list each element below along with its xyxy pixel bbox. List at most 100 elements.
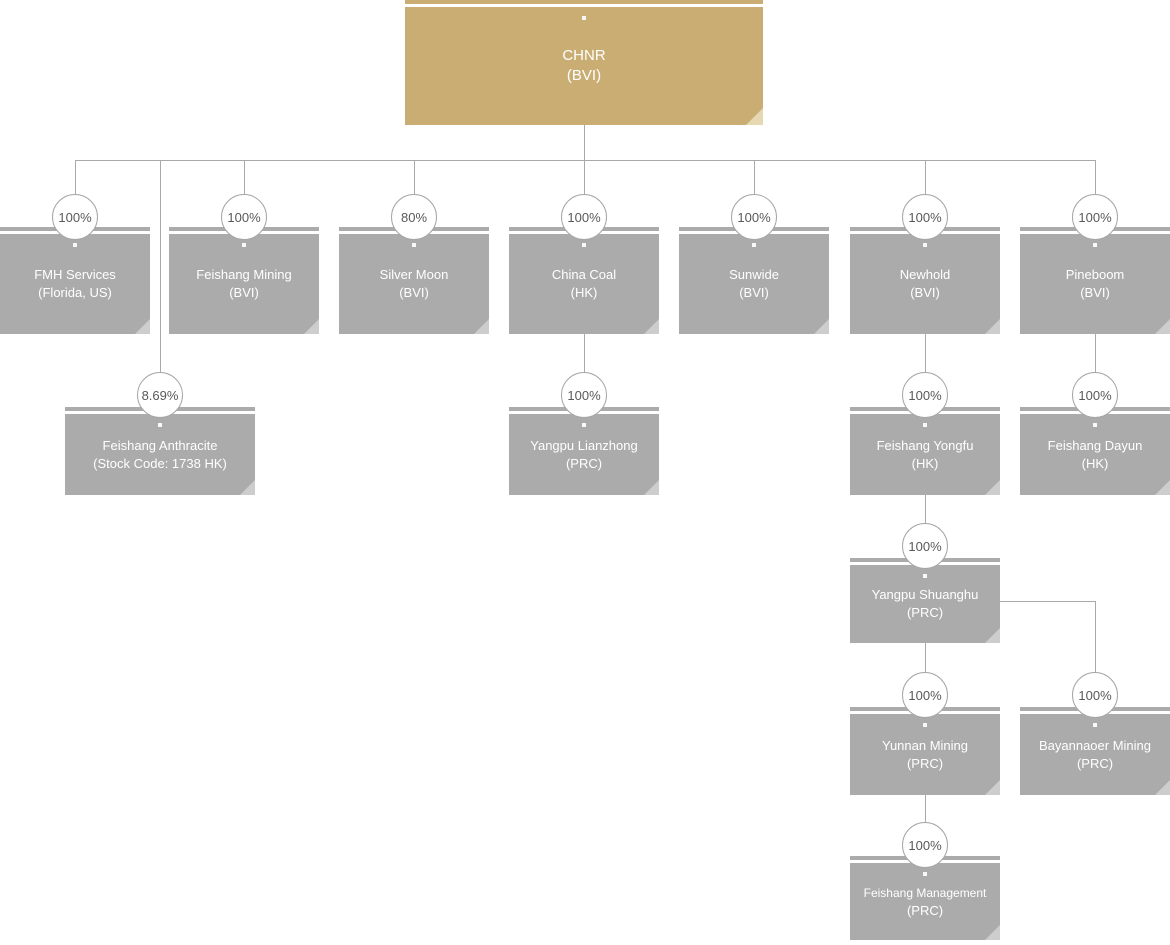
- ownership-percent-fmh-services: 100%: [52, 194, 98, 240]
- ownership-percent-bayannaoer-mining: 100%: [1072, 672, 1118, 718]
- connector-line: [244, 160, 245, 194]
- node-name: Feishang Yongfu: [876, 437, 974, 453]
- org-node-feishang-yongfu: Feishang Yongfu (HK): [850, 407, 1000, 495]
- ownership-label: 100%: [1078, 209, 1112, 225]
- folded-corner-icon: [985, 319, 1000, 334]
- ownership-percent-china-coal: 100%: [561, 194, 607, 240]
- ownership-label: 100%: [58, 209, 92, 225]
- ownership-label: 100%: [1078, 687, 1112, 703]
- node-jurisdiction: (HK): [1081, 455, 1109, 471]
- connector-line: [75, 160, 76, 194]
- node-jurisdiction: (PRC): [906, 605, 944, 620]
- folded-corner-icon: [644, 319, 659, 334]
- ownership-label: 100%: [737, 209, 771, 225]
- ownership-label: 100%: [908, 687, 942, 703]
- node-body: Sunwide (BVI): [679, 234, 829, 334]
- connector-line: [925, 495, 926, 524]
- node-jurisdiction: (PRC): [906, 755, 944, 771]
- node-jurisdiction: (HK): [911, 455, 939, 471]
- node-body: China Coal (HK): [509, 234, 659, 334]
- node-dot: [923, 723, 927, 727]
- folded-corner-icon: [985, 628, 1000, 643]
- node-name: Pineboom: [1065, 267, 1125, 282]
- node-dot: [242, 243, 246, 247]
- ownership-label: 100%: [908, 209, 942, 225]
- node-body: CHNR (BVI): [405, 7, 763, 125]
- node-body: Yunnan Mining (PRC): [850, 714, 1000, 795]
- node-name: China Coal: [551, 267, 617, 282]
- folded-corner-icon: [474, 319, 489, 334]
- node-jurisdiction: (PRC): [565, 455, 603, 471]
- node-body: Bayannaoer Mining (PRC): [1020, 714, 1170, 795]
- org-node-bayannaoer-mining: Bayannaoer Mining (PRC): [1020, 707, 1170, 795]
- node-dot: [582, 16, 586, 20]
- node-dot: [923, 872, 927, 876]
- connector-line: [584, 125, 585, 160]
- node-body: Yangpu Lianzhong (PRC): [509, 414, 659, 495]
- node-dot: [1093, 723, 1097, 727]
- folded-corner-icon: [1155, 780, 1170, 795]
- ownership-label: 100%: [567, 387, 601, 403]
- folded-corner-icon: [985, 780, 1000, 795]
- node-top-strip: [405, 0, 763, 4]
- folded-corner-icon: [985, 925, 1000, 940]
- org-node-newhold: Newhold (BVI): [850, 227, 1000, 334]
- node-name: Yangpu Lianzhong: [530, 437, 638, 453]
- ownership-label: 100%: [1078, 387, 1112, 403]
- connector-line: [1095, 160, 1096, 194]
- connector-line: [160, 160, 161, 373]
- folded-corner-icon: [746, 108, 763, 125]
- node-name: Feishang Mining: [196, 267, 292, 282]
- ownership-percent-pineboom: 100%: [1072, 194, 1118, 240]
- node-dot: [73, 243, 77, 247]
- node-name: Bayannaoer Mining: [1038, 737, 1152, 753]
- ownership-label: 100%: [908, 387, 942, 403]
- org-node-fmh-services: FMH Services (Florida, US): [0, 227, 150, 334]
- node-dot: [158, 423, 162, 427]
- node-jurisdiction: (BVI): [1080, 285, 1110, 300]
- org-node-china-coal: China Coal (HK): [509, 227, 659, 334]
- connector-line: [1095, 334, 1096, 373]
- connector-line: [925, 643, 926, 673]
- node-jurisdiction: (BVI): [229, 285, 259, 300]
- org-node-feishang-dayun: Feishang Dayun (HK): [1020, 407, 1170, 495]
- ownership-percent-sunwide: 100%: [731, 194, 777, 240]
- ownership-label: 100%: [567, 209, 601, 225]
- org-node-pineboom: Pineboom (BVI): [1020, 227, 1170, 334]
- node-body: Feishang Management (PRC): [850, 863, 1000, 940]
- ownership-percent-silver-moon: 80%: [391, 194, 437, 240]
- connector-line: [584, 160, 585, 194]
- node-jurisdiction: (BVI): [910, 285, 940, 300]
- node-name: Sunwide: [729, 267, 779, 282]
- node-body: Feishang Dayun (HK): [1020, 414, 1170, 495]
- connector-line: [1095, 601, 1096, 673]
- folded-corner-icon: [814, 319, 829, 334]
- node-body: Feishang Anthracite (Stock Code: 1738 HK…: [65, 414, 255, 495]
- node-dot: [412, 243, 416, 247]
- org-node-silver-moon: Silver Moon (BVI): [339, 227, 489, 334]
- node-name: Yangpu Shuanghu: [871, 587, 979, 602]
- org-node-chnr: CHNR (BVI): [405, 0, 763, 125]
- ownership-percent-feishang-mining: 100%: [221, 194, 267, 240]
- connector-line: [1000, 601, 1095, 602]
- node-dot: [752, 243, 756, 247]
- node-jurisdiction: (BVI): [399, 285, 429, 300]
- connector-line: [584, 334, 585, 373]
- ownership-percent-feishang-yongfu: 100%: [902, 372, 948, 418]
- folded-corner-icon: [985, 480, 1000, 495]
- folded-corner-icon: [304, 319, 319, 334]
- ownership-percent-yangpu-lianzhong: 100%: [561, 372, 607, 418]
- ownership-label: 100%: [908, 837, 942, 853]
- folded-corner-icon: [1155, 480, 1170, 495]
- folded-corner-icon: [1155, 319, 1170, 334]
- connector-line: [75, 160, 1096, 161]
- node-jurisdiction: (PRC): [1076, 755, 1114, 771]
- node-dot: [923, 574, 927, 578]
- node-dot: [1093, 423, 1097, 427]
- org-node-feishang-management: Feishang Management (PRC): [850, 856, 1000, 940]
- ownership-label: 100%: [227, 209, 261, 225]
- node-jurisdiction: (BVI): [566, 67, 602, 84]
- node-name: Feishang Management: [863, 885, 987, 900]
- ownership-percent-feishang-dayun: 100%: [1072, 372, 1118, 418]
- connector-line: [925, 795, 926, 823]
